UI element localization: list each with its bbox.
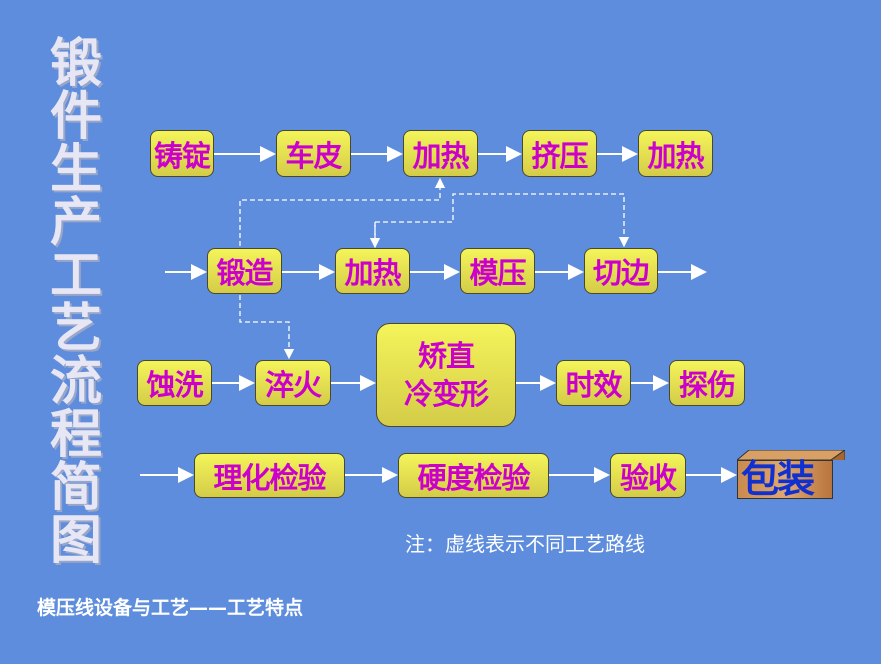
title-char: 流 <box>49 352 102 412</box>
step-box: 时效 <box>556 360 631 406</box>
step-box: 挤压 <box>522 130 597 177</box>
packaging-label: 包装 <box>741 457 815 501</box>
step-box: 硬度检验 <box>398 453 549 498</box>
step-box: 铸锭 <box>150 130 214 177</box>
title-char: 程 <box>49 405 102 465</box>
box-front <box>737 460 833 499</box>
step-box: 蚀洗 <box>137 360 212 406</box>
dashed-route <box>374 193 630 248</box>
title-char: 生 <box>49 140 102 200</box>
title-char: 锻 <box>49 34 102 94</box>
step-box: 车皮 <box>276 130 351 177</box>
vertical-title: 锻 件 生 产 工 艺 流 程 简 图 <box>36 38 116 568</box>
step-box: 理化检验 <box>194 453 345 498</box>
step-box: 验收 <box>610 453 686 498</box>
step-label: 矫直 <box>417 339 475 373</box>
box-3d-edges <box>737 450 845 460</box>
step-box-straighten: 矫直 冷变形 <box>376 323 516 427</box>
step-box: 模压 <box>460 248 535 294</box>
dashed-route <box>239 295 295 360</box>
title-char: 图 <box>49 511 102 571</box>
legend-note: 注：虚线表示不同工艺路线 <box>405 532 645 556</box>
step-box: 探伤 <box>669 360 745 406</box>
step-box: 切边 <box>584 248 658 294</box>
step-label: 冷变形 <box>403 377 489 411</box>
dashed-route <box>239 177 446 246</box>
step-box: 锻造 <box>207 248 282 294</box>
title-char: 艺 <box>49 299 102 359</box>
step-box: 加热 <box>638 130 713 177</box>
title-char: 简 <box>49 458 102 518</box>
title-char: 工 <box>49 246 102 306</box>
footer-caption: 模压线设备与工艺——工艺特点 <box>37 597 304 619</box>
step-box: 加热 <box>335 248 410 294</box>
step-box: 淬火 <box>255 360 331 406</box>
packaging-box: 包装 <box>737 450 845 501</box>
step-box: 加热 <box>403 130 478 177</box>
title-char: 产 <box>49 193 102 253</box>
title-char: 件 <box>49 87 102 147</box>
